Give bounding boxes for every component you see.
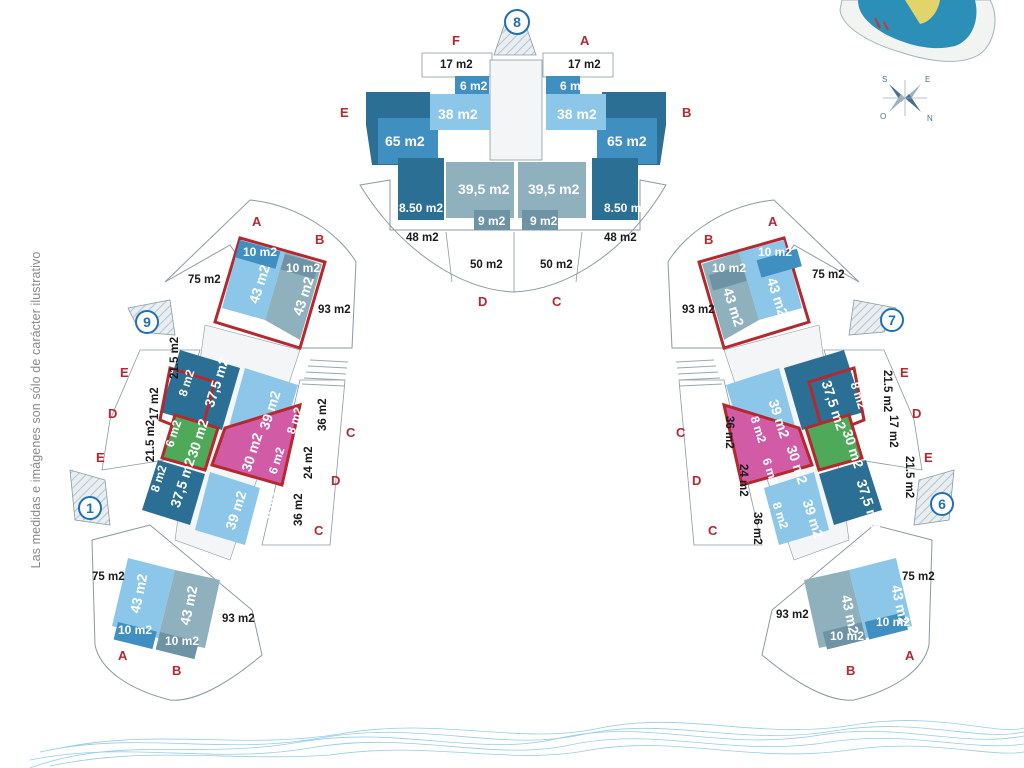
t6-letter-b: B	[846, 663, 855, 678]
rm-36b: 36 m2	[751, 512, 763, 545]
lm-24: 24 m2	[303, 446, 315, 479]
t9-10b: 10 m2	[286, 261, 320, 275]
t8-850-left: 8.50 m2	[399, 201, 443, 215]
rm-8b: 8 m2	[880, 476, 902, 507]
t8-38-right: 38 m2	[557, 106, 597, 122]
t6-10a: 10 m2	[876, 615, 910, 629]
lm-letter-c2: C	[314, 523, 324, 538]
tower-8-badge	[504, 9, 530, 35]
t6-75: 75 m2	[902, 571, 935, 583]
t7-letter-b: B	[704, 232, 713, 247]
rm-letter-d: D	[912, 406, 921, 421]
rm-17: 17 m2	[887, 415, 899, 448]
tower-7-badge	[880, 308, 904, 332]
tower-6-badge	[930, 492, 954, 516]
t8-48-left: 48 m2	[406, 232, 439, 244]
t8-17-right: 17 m2	[568, 59, 601, 71]
compass-n: N	[927, 114, 933, 123]
t8-6-left: 6 m2	[460, 79, 488, 93]
wave-decoration	[29, 720, 1024, 768]
tower-7-number: 7	[888, 312, 896, 328]
tower-9-badge	[135, 310, 159, 334]
t9-letter-a: A	[252, 214, 262, 229]
t7-93: 93 m2	[682, 304, 715, 316]
lm-letter-e2: E	[96, 450, 105, 465]
rm-215b: 21.5 m2	[903, 456, 915, 498]
lm-letter-dr: D	[331, 473, 340, 488]
tower-8: 8	[359, 9, 667, 293]
rm-letter-c1: C	[676, 425, 686, 440]
right-building: 7 6	[667, 199, 955, 701]
t7-letter-a: A	[768, 214, 778, 229]
t8-9-right: 9 m2	[530, 214, 558, 228]
rm-letter-e1: E	[900, 365, 909, 380]
lm-215b: 21.5 m2	[145, 420, 157, 462]
rm-letter-c2: C	[708, 523, 718, 538]
t1-letter-b: B	[172, 663, 181, 678]
lm-36b: 36 m2	[293, 493, 305, 526]
lm-letter-d: D	[108, 406, 117, 421]
compass-s: S	[882, 75, 887, 84]
t8-50-left: 50 m2	[470, 259, 503, 271]
tower8-letter-f: F	[452, 33, 460, 48]
t8-850-right: 8.50 m2	[604, 201, 648, 215]
t8-38-left: 38 m2	[438, 106, 478, 122]
t1-93: 93 m2	[222, 613, 255, 625]
tower-1-number: 1	[86, 500, 94, 516]
t7-75: 75 m2	[812, 269, 845, 281]
tower8-letter-a: A	[580, 33, 590, 48]
t1-10b: 10 m2	[165, 634, 199, 648]
island-logo	[839, 0, 996, 62]
t8-9-left: 9 m2	[478, 214, 506, 228]
t8-395-right: 39,5 m2	[528, 181, 580, 197]
lm-17: 17 m2	[149, 387, 161, 420]
t9-93: 93 m2	[318, 304, 351, 316]
compass-rose-icon	[883, 80, 927, 116]
t8-17-left: 17 m2	[440, 59, 473, 71]
tower-8-number: 8	[513, 14, 521, 30]
t6-93: 93 m2	[776, 609, 809, 621]
t8-48-right: 48 m2	[604, 232, 637, 244]
lm-letter-e1: E	[120, 365, 129, 380]
t1-letter-a: A	[118, 648, 128, 663]
compass-e: E	[925, 75, 930, 84]
tower-1-badge	[78, 496, 102, 520]
rm-215a: 21.5 m2	[881, 370, 893, 412]
t1-10a: 10 m2	[118, 623, 152, 637]
t8-395-left: 39,5 m2	[458, 181, 510, 197]
rm-letter-e2: E	[924, 450, 933, 465]
tower8-letter-c: C	[552, 294, 562, 309]
lm-36a: 36 m2	[317, 398, 329, 431]
rm-36a: 36 m2	[723, 416, 735, 449]
t1-75: 75 m2	[92, 571, 125, 583]
rm-24: 24 m2	[737, 464, 749, 497]
t8-50-right: 50 m2	[540, 259, 573, 271]
compass-o: O	[880, 112, 886, 121]
lm-215a: 21.5 m2	[169, 337, 181, 379]
t6-10b: 10 m2	[830, 629, 864, 643]
t8-65-right: 65 m2	[607, 133, 647, 149]
t9-75: 75 m2	[188, 274, 221, 286]
lm-letter-c1: C	[346, 425, 356, 440]
tower-6-number: 6	[938, 496, 946, 512]
t8-65-left: 65 m2	[385, 133, 425, 149]
t8-6-right: 6 m2	[560, 79, 588, 93]
tower8-letter-b: B	[682, 105, 691, 120]
rm-letter-dl: D	[692, 473, 701, 488]
t9-10a: 10 m2	[243, 245, 277, 259]
tower8-letter-e: E	[340, 105, 349, 120]
t7-10a: 10 m2	[758, 245, 792, 259]
tower8-letter-d: D	[478, 294, 487, 309]
tower-9-number: 9	[143, 314, 151, 330]
t9-letter-b: B	[315, 232, 324, 247]
t7-10b: 10 m2	[712, 261, 746, 275]
left-building: 9 1	[69, 199, 357, 701]
t6-letter-a: A	[905, 648, 915, 663]
